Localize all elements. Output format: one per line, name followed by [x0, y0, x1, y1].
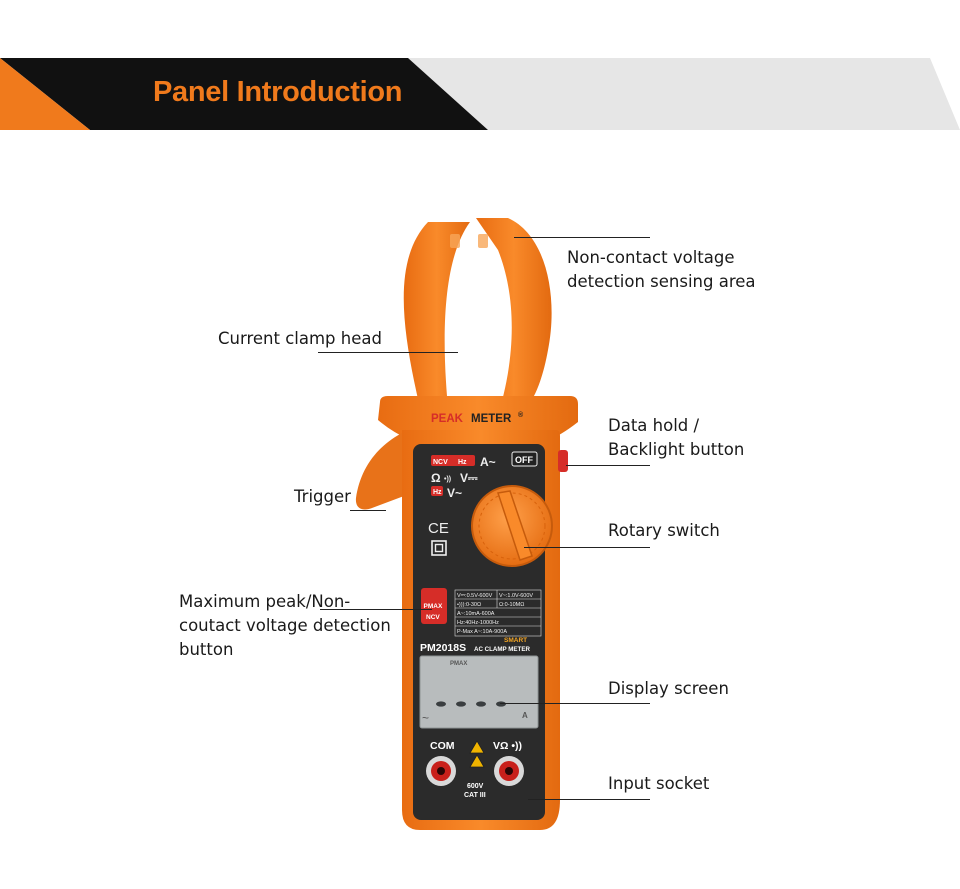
double-insulation-icon [431, 540, 447, 556]
callout-line-rotary-switch [524, 547, 650, 548]
label-pmax-line2: coutact voltage detection [179, 616, 391, 635]
brand-meter: METER [471, 413, 512, 425]
lcd-digit-2 [456, 701, 466, 707]
com-socket[interactable] [426, 756, 456, 786]
trigger-shape [355, 432, 404, 510]
lcd-digit-3 [476, 701, 486, 707]
dial-v-dc: V⎓ [460, 471, 478, 485]
smart-label: SMART [504, 637, 527, 644]
jaw-tip-mark-right [478, 234, 488, 248]
dial-hz-tag [431, 486, 443, 496]
label-display-screen: Display screen [608, 679, 729, 698]
label-ncv-sensing-line1: Non-contact voltage [567, 248, 735, 267]
lcd-screen [419, 655, 539, 729]
page-title: Panel Introduction [153, 76, 403, 108]
banner-dark-band [0, 58, 488, 130]
pmax-ncv-button[interactable] [421, 588, 447, 624]
front-panel [413, 444, 545, 820]
rating-voltage: 600V [467, 783, 484, 790]
spec-current: A~:10mA-600A [457, 611, 495, 617]
banner-graphic [0, 58, 960, 130]
callout-line-clamp-head [318, 352, 458, 353]
ce-mark: CE [428, 520, 449, 537]
callout-line-input-socket [528, 799, 650, 800]
label-ncv-sensing-line2: detection sensing area [567, 272, 756, 291]
label-rotary-switch: Rotary switch [608, 521, 720, 540]
label-data-hold-line1: Data hold / [608, 416, 700, 435]
meter-shoulder [378, 396, 578, 440]
banner-orange-wedge [0, 58, 90, 130]
clamp-jaw-right [476, 218, 552, 408]
callout-line-display [500, 703, 650, 704]
spec-continuity: •))):0-30Ω [457, 602, 481, 608]
rating-category: CAT III [464, 792, 486, 799]
rotary-dial-pointer [497, 490, 533, 561]
dial-ohm: Ω [431, 471, 441, 485]
lcd-digit-1 [436, 701, 446, 707]
warning-icon-2 [469, 754, 485, 768]
vohm-label: VΩ •)) [493, 740, 522, 752]
dial-a-ac: A~ [480, 455, 496, 469]
label-pmax-ncv: Maximum peak/Non- coutact voltage detect… [179, 590, 391, 662]
lcd-ac-indicator: ~ [422, 711, 429, 725]
rotary-dial[interactable] [471, 485, 553, 567]
dial-hz: Hz [433, 489, 442, 496]
label-pmax-line3: button [179, 640, 234, 659]
dial-ncv-tag [431, 455, 475, 466]
dial-hz-tag-label: Hz [458, 459, 467, 466]
dial-off-label: OFF [515, 455, 533, 465]
jaw-tip-mark-left [450, 234, 460, 248]
dial-v-ac: V~ [447, 486, 462, 500]
spec-frequency: Hz:40Hz-1000Hz [457, 620, 499, 626]
label-trigger: Trigger [294, 487, 351, 506]
label-pmax-line1: Maximum peak/Non- [179, 592, 351, 611]
lcd-pmax-indicator: PMAX [450, 661, 467, 667]
clamp-jaw-left [403, 222, 470, 408]
subtitle-label: AC CLAMP METER [474, 646, 530, 653]
label-data-hold: Data hold / Backlight button [608, 414, 744, 462]
banner-light-band [408, 58, 960, 130]
lcd-unit-indicator: A [522, 711, 528, 720]
brand-peak: PEAK [431, 413, 464, 425]
spec-v-ac: V~:1.0V-600V [499, 593, 533, 599]
dial-off-box [511, 451, 538, 467]
com-label: COM [430, 740, 455, 752]
model-label: PM2018S [420, 642, 466, 654]
brand-registered: ® [518, 411, 524, 419]
vohm-socket[interactable] [494, 756, 524, 786]
section-banner [0, 58, 960, 130]
spec-table [454, 589, 542, 637]
spec-ohm: Ω:0-10MΩ [499, 602, 524, 608]
spec-pmax: P-Max A~:10A-900A [457, 629, 507, 635]
label-clamp-head: Current clamp head [218, 329, 382, 348]
callout-line-data-hold [566, 465, 650, 466]
callout-line-ncv-sensing [514, 237, 650, 238]
label-ncv-sensing: Non-contact voltage detection sensing ar… [567, 246, 756, 294]
warning-icon [469, 740, 485, 754]
meter-body [402, 430, 560, 830]
callout-line-trigger [350, 510, 386, 511]
ncv-button-label: NCV [426, 614, 440, 621]
label-input-socket: Input socket [608, 774, 710, 793]
data-hold-button[interactable] [558, 450, 568, 472]
dial-continuity: •)) [444, 476, 451, 483]
dial-ncv-label: NCV [433, 459, 448, 466]
spec-v-dc: V⎓:0.5V-600V [457, 593, 493, 599]
callout-line-pmax [320, 609, 432, 610]
label-data-hold-line2: Backlight button [608, 440, 745, 459]
